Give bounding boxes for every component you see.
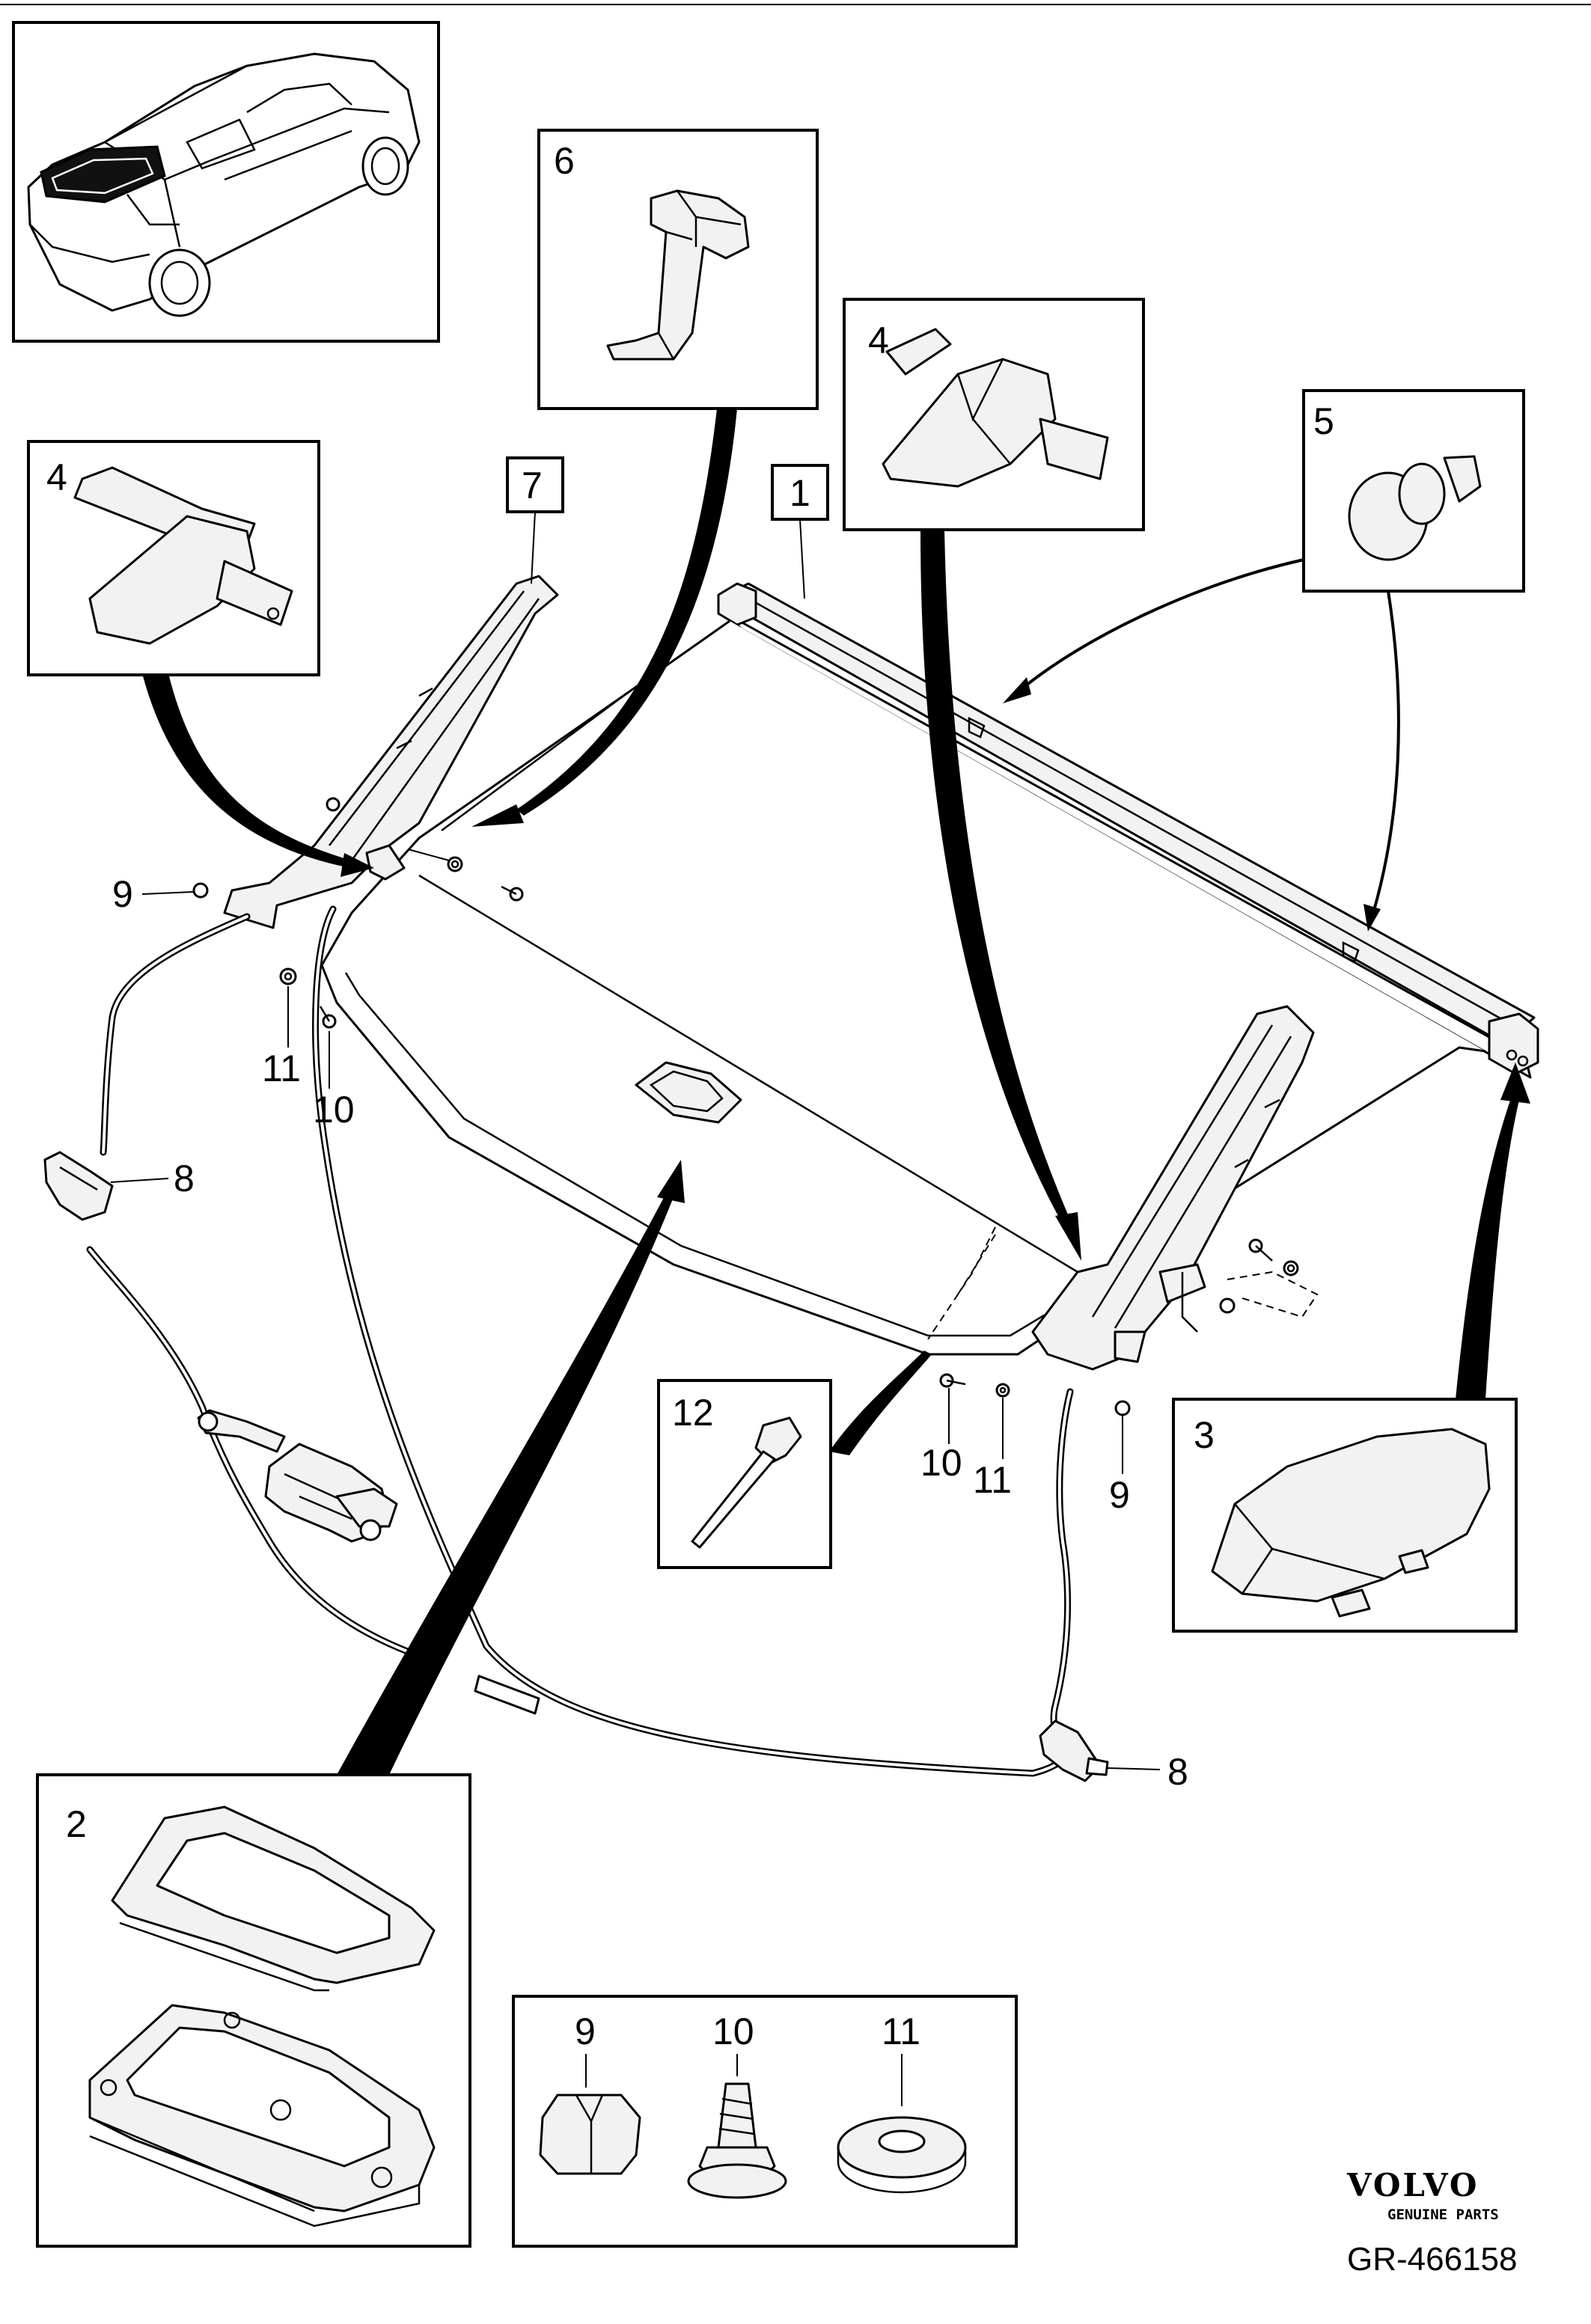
screw-part [687,2082,787,2199]
detail-box-12: 12 [657,1379,832,1569]
callout-4-right: 4 [868,319,889,361]
rivet-part [691,1416,802,1549]
detail-box-4-right: 4 [843,298,1145,531]
slider-clip-right [882,328,1109,488]
load-cover-panel [320,620,1486,1356]
car-illustration [27,52,421,317]
hook-bracket-part [606,189,750,361]
fasteners-right [939,1238,1319,1416]
detail-box-2: 2 [36,1773,471,2248]
main-assembly: 9 11 10 8 10 11 9 8 [43,511,1539,1793]
right-side-rail [1031,1005,1315,1371]
detail-box-6: 6 [537,129,819,410]
car-overview-inset [12,21,440,343]
arrows-box-5 [1003,558,1400,932]
slider-clip-left [73,466,293,645]
callout-11-detail: 11 [882,2010,920,2052]
callout-10-detail: 10 [712,2010,754,2052]
callout-5: 5 [1313,400,1334,442]
knob-part [1348,455,1482,561]
brand-tagline: GENUINE PARTS [1387,2207,1499,2223]
left-side-rail [223,511,559,929]
fasteners-left [192,797,524,1029]
brand-name: VOLVO [1346,2167,1479,2204]
cover-cap-part [1211,1428,1491,1618]
callout-8-left: 8 [174,1158,195,1199]
leader-1 [799,519,805,599]
detail-box-5: 5 [1302,389,1525,593]
pointer-wedges [142,409,1530,1775]
label-box-1 [771,464,829,521]
callout-3: 3 [1194,1414,1215,1456]
callout-9-detail: 9 [575,2010,596,2052]
handle-bezel-part [111,1805,436,1992]
callout-12: 12 [672,1392,714,1434]
callout-8-right: 8 [1167,1751,1188,1793]
callout-6: 6 [554,140,575,182]
callout-10-right: 10 [920,1442,962,1484]
clip-nut-part [539,2094,641,2175]
callout-11-right: 11 [973,1459,1012,1501]
detail-box-fasteners: 9 10 11 [512,1995,1018,2248]
callout-11-left: 11 [262,1048,301,1089]
roller-cassette [717,582,1539,1079]
release-mechanism [197,1409,398,1543]
washer-part [837,2116,967,2194]
cable-clip-left [43,1151,114,1221]
handle-frame-part [88,2004,436,2227]
callout-10-left: 10 [313,1089,355,1131]
leader-7 [531,511,536,584]
branding: VOLVO GENUINE PARTS GR-466158 [1346,2167,1517,2278]
drawing-reference: GR-466158 [1347,2241,1517,2278]
callout-1: 1 [790,472,810,514]
callout-9-left: 9 [112,873,133,915]
callout-4-left: 4 [46,456,67,498]
callout-2: 2 [66,1803,87,1845]
cable-clip-right [1039,1719,1109,1782]
detail-box-4-left: 4 [27,440,320,676]
detail-box-3: 3 [1172,1398,1518,1633]
callout-7: 7 [522,465,543,507]
callout-9-right: 9 [1109,1474,1130,1516]
